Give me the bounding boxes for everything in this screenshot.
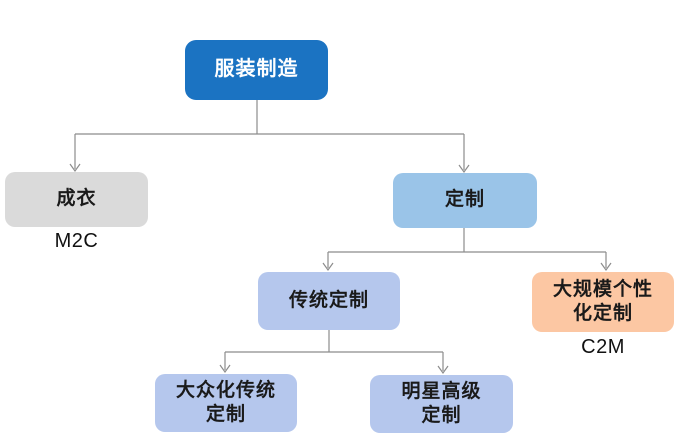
node-traditional-custom: 传统定制: [258, 272, 400, 330]
node-popular-traditional-custom: 大众化传统 定制: [155, 374, 297, 432]
edge-traditional-to-children: [219, 330, 449, 375]
arrow-down-icon: [69, 163, 81, 173]
node-garment-manufacturing: 服装制造: [185, 40, 328, 100]
edge-root-to-children: [69, 100, 470, 174]
c2m-label: C2M: [581, 336, 625, 358]
arrow-down-icon: [219, 364, 231, 374]
m2c-label: M2C: [54, 230, 99, 252]
node-ready-to-wear: 成衣: [5, 172, 148, 227]
node-mass-personalized-custom: 大规模个性 化定制: [532, 272, 674, 332]
node-celebrity-haute-custom: 明星高级 定制: [370, 375, 513, 433]
edge-custom-to-children: [322, 228, 612, 272]
node-custom: 定制: [393, 173, 537, 228]
arrow-down-icon: [437, 365, 449, 375]
arrow-down-icon: [322, 262, 334, 272]
arrow-down-icon: [600, 262, 612, 272]
arrow-down-icon: [458, 164, 470, 174]
